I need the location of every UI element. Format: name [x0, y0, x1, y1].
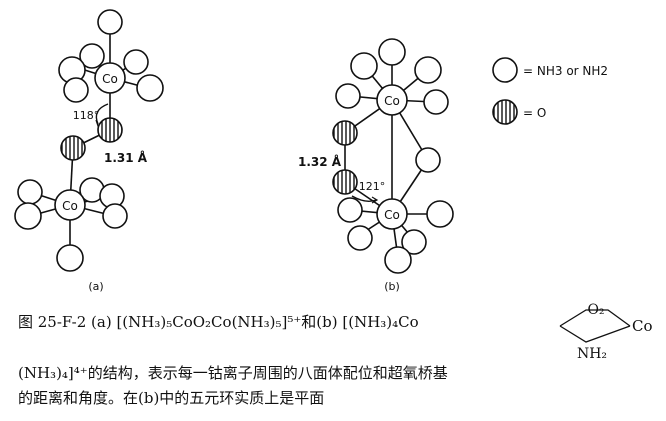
ligand-atom: [63, 77, 89, 103]
ligand-atom: [347, 225, 373, 251]
bridge-top-label: O₂: [587, 302, 604, 318]
ligand-atom: [56, 244, 84, 272]
panel-a-ligands: [14, 9, 164, 272]
metal-label: Co: [384, 94, 400, 108]
metal-label: Co: [62, 199, 78, 213]
metal-label: Co: [384, 208, 400, 222]
ligand-atom: [97, 9, 123, 35]
oxygen-atom: [60, 135, 86, 161]
ligand-atom: [14, 202, 42, 230]
figure-caption-line-2: (NH₃)₄]⁴⁺的结构，表示每一钴离子周围的八面体配位和超氧桥基: [18, 364, 448, 382]
distance-label: 1.32 Å: [298, 154, 342, 169]
angle-arc-a: [95, 103, 109, 125]
figure-caption-line-1: 图 25-F-2 (a) [(NH₃)₅CoO₂Co(NH₃)₅]⁵⁺和(b) …: [18, 313, 419, 331]
ligand-atom: [401, 229, 427, 255]
legend-ligand-label: = NH3 or NH2: [523, 64, 608, 78]
angle-label: 118°: [73, 109, 100, 122]
ligand-atom: [384, 246, 412, 274]
ligand-atom: [426, 200, 454, 228]
figure-caption-line-3: 的距离和角度。在(b)中的五元环实质上是平面: [18, 389, 325, 407]
structure-figure: Co Co 118° 1.31 Å (a): [14, 9, 608, 293]
distance-label: 1.31 Å: [104, 150, 148, 165]
panel-label: (a): [88, 280, 103, 293]
bridge-right-label: Co: [632, 317, 653, 335]
ligand-atom: [337, 197, 363, 223]
panel-b-oxygens: [332, 120, 358, 195]
panel-a-oxygens: [60, 117, 123, 161]
legend: = NH3 or NH2 = O: [492, 57, 608, 125]
cobalt-atom: [376, 198, 408, 230]
oxygen-atom: [97, 117, 123, 143]
bridge-bottom-label: NH₂: [577, 346, 607, 362]
ligand-atom: [335, 83, 361, 109]
legend-ligand-swatch: [492, 57, 518, 83]
ligand-atom: [350, 52, 378, 80]
ligand-atom: [136, 74, 164, 102]
ligand-atom: [79, 43, 105, 69]
ligand-atom: [123, 49, 149, 75]
ligand-atom: [17, 179, 43, 205]
oxygen-atom: [332, 169, 358, 195]
metal-label: Co: [102, 72, 118, 86]
ligand-atom: [102, 203, 128, 229]
oxygen-atom: [332, 120, 358, 146]
ligand-atom: [414, 56, 442, 84]
cobalt-atom: [94, 62, 126, 94]
cobalt-atom: [54, 189, 86, 221]
cobalt-atom: [376, 84, 408, 116]
panel-b-ligands: [335, 38, 454, 274]
ligand-atom: [423, 89, 449, 115]
legend-oxygen-label: = O: [523, 106, 546, 120]
legend-oxygen-swatch: [492, 99, 518, 125]
bridging-nh2-atom: [415, 147, 441, 173]
angle-arc-b: [351, 195, 377, 203]
ligand-atom: [378, 38, 406, 66]
bridge-ring-sketch: O₂ Co NH₂: [559, 302, 653, 362]
panel-label: (b): [384, 280, 400, 293]
angle-label: 121°: [359, 180, 386, 193]
